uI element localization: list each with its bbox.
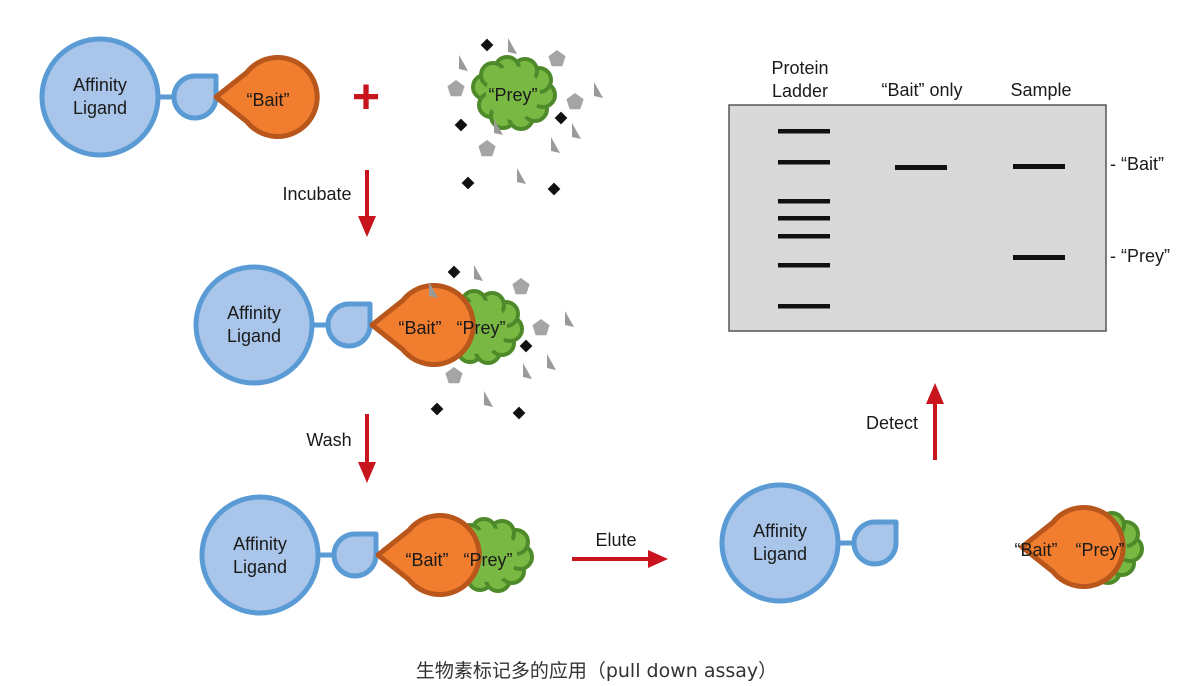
gel-column-header-ladder-line1: Protein: [771, 58, 828, 78]
ladder-band: [778, 304, 830, 309]
ligand-label-line1: Affinity: [73, 75, 127, 95]
prey-label-step3: “Prey”: [464, 550, 513, 570]
ladder-lane: [778, 129, 830, 309]
wash-arrow: [358, 414, 376, 483]
ladder-band: [778, 129, 830, 134]
free-ligand: [722, 485, 896, 601]
ligand-label-line2-step2: Ligand: [227, 326, 281, 346]
prey-with-contaminants: [447, 38, 603, 196]
gel-column-header-bait-only: “Bait” only: [881, 80, 962, 100]
prey-label-step2: “Prey”: [457, 318, 506, 338]
ladder-band: [778, 234, 830, 239]
sample-bait-band: [1013, 164, 1065, 169]
prey-label: “Prey”: [489, 85, 538, 105]
ladder-band: [778, 263, 830, 268]
plus-sign: +: [352, 71, 380, 124]
ladder-band: [778, 216, 830, 221]
sample-prey-band: [1013, 255, 1065, 260]
figure-caption: 生物素标记多的应用（pull down assay）: [415, 660, 778, 682]
ligand-label-line1-step4: Affinity: [753, 521, 807, 541]
ligand-label-line1-step2: Affinity: [227, 303, 281, 323]
pull-down-diagram: Affinity Ligand “Bait” + “Prey” Incubate: [0, 0, 1170, 650]
band-label-prey: - “Prey”: [1110, 246, 1170, 266]
detect-arrow: [926, 383, 944, 460]
detect-label: Detect: [866, 413, 918, 433]
elute-label: Elute: [595, 530, 636, 550]
ladder-band: [778, 199, 830, 204]
ligand-label-line2-step3: Ligand: [233, 557, 287, 577]
ladder-band: [778, 160, 830, 165]
bait-label-eluted: “Bait”: [1014, 540, 1057, 560]
ligand-label-line2-step4: Ligand: [753, 544, 807, 564]
ligand-label-line1-step3: Affinity: [233, 534, 287, 554]
bait-label-step3: “Bait”: [405, 550, 448, 570]
wash-label: Wash: [306, 430, 351, 450]
bait-only-band: [895, 165, 947, 170]
ligand-label-line2: Ligand: [73, 98, 127, 118]
gel-column-header-sample: Sample: [1010, 80, 1071, 100]
bait-label: “Bait”: [246, 90, 289, 110]
bait-label-step2: “Bait”: [398, 318, 441, 338]
prey-label-eluted: “Prey”: [1076, 540, 1125, 560]
band-label-bait: - “Bait”: [1110, 154, 1164, 174]
elute-arrow: [572, 550, 668, 568]
gel-column-header-ladder-line2: Ladder: [772, 81, 828, 101]
incubate-arrow: [358, 170, 376, 237]
incubate-label: Incubate: [282, 184, 351, 204]
